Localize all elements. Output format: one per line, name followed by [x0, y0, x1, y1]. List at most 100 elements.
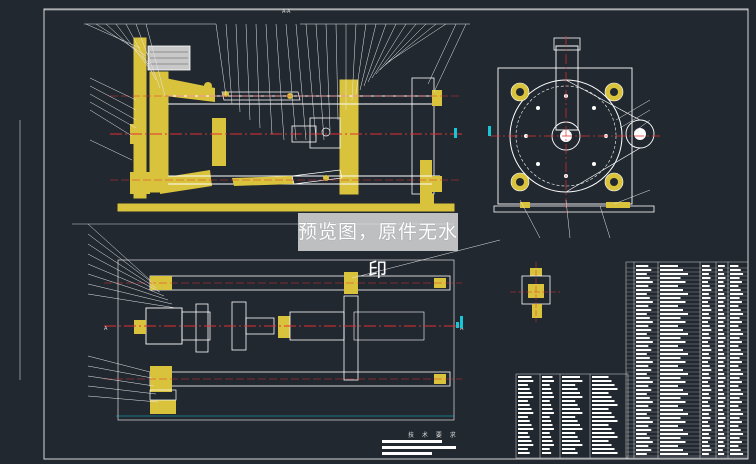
parts-row-cell — [702, 409, 712, 411]
title-block-cell — [562, 452, 578, 454]
parts-row-cell — [718, 453, 725, 455]
parts-row-cell — [730, 337, 740, 339]
parts-row-cell — [636, 433, 647, 435]
parts-row-cell — [730, 409, 741, 411]
parts-row-cell — [660, 277, 681, 279]
parts-row-cell — [636, 309, 652, 311]
parts-row-cell — [636, 401, 653, 403]
title-block-cell — [518, 444, 534, 446]
parts-row-cell — [718, 401, 724, 403]
parts-row-cell — [660, 405, 678, 407]
parts-row-cell — [636, 289, 652, 291]
parts-row-cell — [718, 345, 725, 347]
title-block-cell — [592, 424, 609, 426]
title-block-cell — [562, 416, 576, 418]
parts-row-cell — [730, 357, 740, 359]
parts-row-cell — [636, 277, 650, 279]
parts-row-cell — [660, 281, 686, 283]
left-plate — [133, 37, 147, 199]
title-block-cell — [518, 436, 530, 438]
tech-requirement-bars — [382, 440, 456, 455]
title-block-cell — [542, 408, 553, 410]
parts-row-cell — [718, 417, 726, 419]
parts-row-cell — [730, 289, 741, 291]
title-block-cell — [542, 440, 553, 442]
parts-row-cell — [636, 369, 652, 371]
parts-row-cell — [636, 385, 649, 387]
parts-row-cell — [636, 269, 652, 271]
parts-row-cell — [730, 377, 740, 379]
parts-row-cell — [702, 313, 709, 315]
title-block-cell — [562, 408, 580, 410]
parts-row-cell — [636, 297, 650, 299]
parts-row-cell — [660, 385, 678, 387]
parts-row-cell — [718, 373, 725, 375]
parts-row-cell — [636, 345, 649, 347]
parts-row-cell — [702, 397, 711, 399]
title-block-cell — [592, 408, 609, 410]
parts-row-cell — [730, 301, 742, 303]
parts-row-cell — [660, 433, 688, 435]
watermark-text: 预览图，原件无水印 — [298, 221, 459, 281]
title-block-cell — [542, 376, 553, 378]
parts-row-cell — [702, 433, 709, 435]
parts-row-cell — [702, 365, 710, 367]
title-block-cell — [542, 436, 552, 438]
parts-row-cell — [702, 269, 712, 271]
parts-row-cell — [636, 437, 650, 439]
parts-row-cell — [730, 281, 742, 283]
title-block-cell — [518, 376, 532, 378]
parts-row-cell — [702, 273, 709, 275]
parts-row-cell — [702, 317, 711, 319]
parts-row-cell — [730, 393, 744, 395]
parts-row-cell — [702, 377, 711, 379]
parts-row-cell — [702, 297, 711, 299]
parts-row-cell — [718, 293, 725, 295]
title-block-cell — [542, 392, 553, 394]
parts-row-cell — [702, 425, 710, 427]
parts-row-cell — [660, 361, 686, 363]
parts-row-cell — [702, 341, 708, 343]
parts-row-cell — [702, 449, 712, 451]
title-block-cell — [542, 384, 550, 386]
parts-row-cell — [636, 425, 649, 427]
parts-row-cell — [730, 421, 742, 423]
parts-row-cell — [660, 325, 678, 327]
parts-row-cell — [718, 385, 725, 387]
parts-row-cell — [718, 317, 726, 319]
parts-row-cell — [660, 425, 678, 427]
parts-row-cell — [660, 269, 683, 271]
title-block-cell — [592, 420, 618, 422]
parts-row-cell — [718, 421, 724, 423]
parts-row-cell — [718, 397, 726, 399]
parts-row-cell — [636, 321, 653, 323]
parts-row-cell — [702, 393, 709, 395]
title-block-cell — [518, 452, 530, 454]
parts-row-cell — [730, 413, 744, 415]
parts-row-cell — [718, 309, 723, 311]
section-marker-right: A — [460, 326, 464, 332]
title-block-cell — [562, 424, 580, 426]
parts-row-cell — [718, 445, 725, 447]
parts-row-cell — [702, 289, 712, 291]
parts-row-cell — [718, 429, 723, 431]
title-block-cell — [542, 424, 553, 426]
parts-row-cell — [660, 309, 683, 311]
parts-row-cell — [660, 265, 678, 267]
title-block-cell — [542, 396, 554, 398]
title-block — [515, 373, 629, 459]
title-block-cell — [562, 428, 583, 430]
parts-row-cell — [718, 265, 725, 267]
parts-row-cell — [730, 277, 740, 279]
parts-row-cell — [636, 453, 647, 455]
parts-row-cell — [660, 273, 688, 275]
title-block-cell — [542, 444, 554, 446]
parts-list-rows — [626, 265, 748, 457]
title-block-cell — [592, 404, 618, 406]
parts-row-cell — [660, 345, 678, 347]
parts-row-cell — [702, 361, 708, 363]
plan-view: A A — [87, 223, 501, 421]
parts-row-cell — [636, 325, 649, 327]
parts-row-cell — [636, 329, 652, 331]
